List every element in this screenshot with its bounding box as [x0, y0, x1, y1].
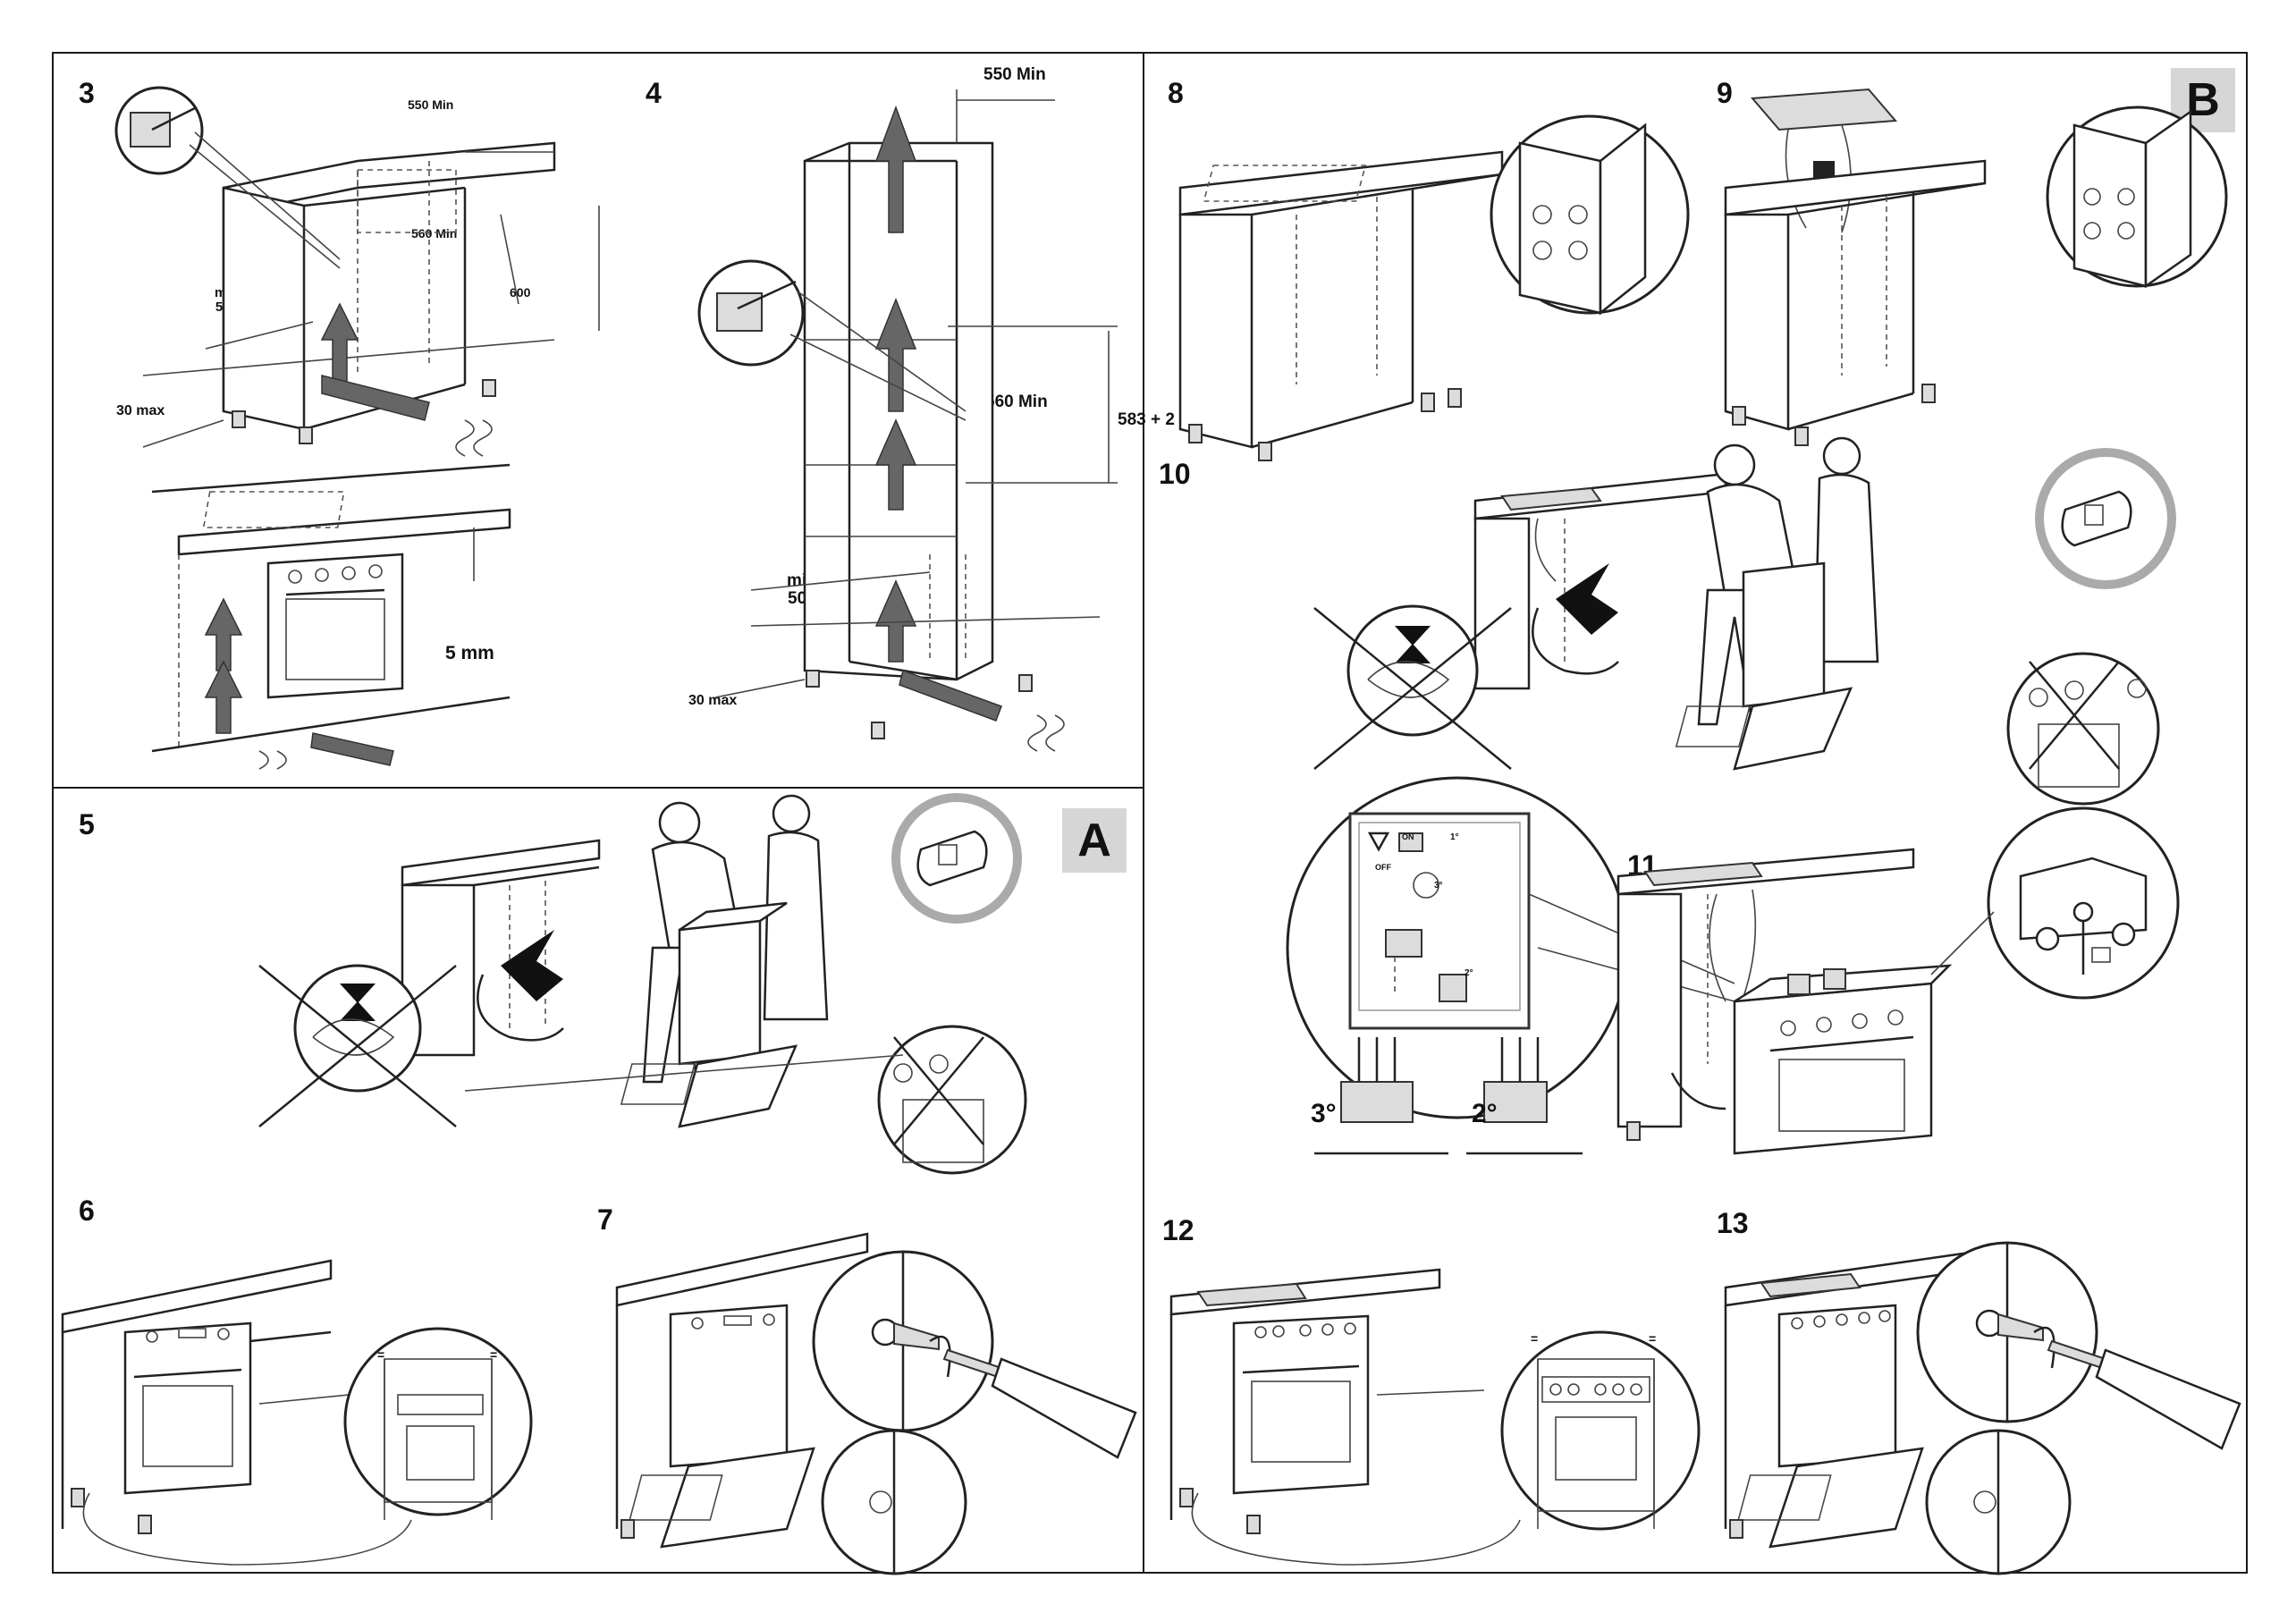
equal-mark-step12-left: =: [1531, 1332, 1538, 1346]
figure-step-13-screw-fixing-under-hob: [1717, 1234, 2244, 1574]
wiring-mini-3rd: 3°: [1434, 882, 1443, 891]
figure-step-3-cabinet-clearances: [89, 80, 590, 456]
wiring-mini-off: OFF: [1375, 864, 1391, 872]
figure-step-11-electrical-connection: [1287, 778, 2244, 1198]
step-number-7: 7: [597, 1203, 613, 1237]
figure-step-7-screw-fixing: [608, 1234, 1144, 1574]
wiring-mini-on: ON: [1402, 833, 1414, 841]
figure-step-6-oven-alignment: [54, 1261, 554, 1565]
equal-mark-step6-right: =: [490, 1348, 497, 1362]
step-number-6: 6: [79, 1195, 95, 1228]
wiring-mini-2nd: 2°: [1465, 969, 1473, 979]
wiring-label-3rd: 3°: [1311, 1100, 1337, 1128]
figure-step-5-two-people-installing-oven: [259, 787, 1064, 1171]
dim-550-min-step4: 550 Min: [983, 66, 1046, 84]
section-badge-a: A: [1062, 808, 1127, 873]
figure-step-12-oven-under-hob-alignment: [1162, 1261, 1717, 1565]
figure-step-9-hob-lowered-into-cabinet: [1717, 72, 2235, 447]
figure-step-4-tall-column: [697, 89, 1127, 751]
wiring-label-2nd: 2°: [1472, 1100, 1498, 1128]
step-number-4: 4: [646, 77, 662, 110]
step-number-12: 12: [1162, 1214, 1194, 1247]
figure-step-10-two-people-installing-oven: [1305, 429, 2235, 814]
figure-step-3-oven-under-hob: [152, 465, 528, 769]
step-number-5: 5: [79, 808, 95, 841]
step-number-10: 10: [1159, 458, 1191, 491]
equal-mark-step12-right: =: [1649, 1332, 1656, 1346]
equal-mark-step6-left: =: [377, 1348, 384, 1362]
wiring-mini-1st: 1°: [1450, 833, 1459, 843]
figure-step-8-cabinet-with-booklet: [1162, 89, 1699, 447]
